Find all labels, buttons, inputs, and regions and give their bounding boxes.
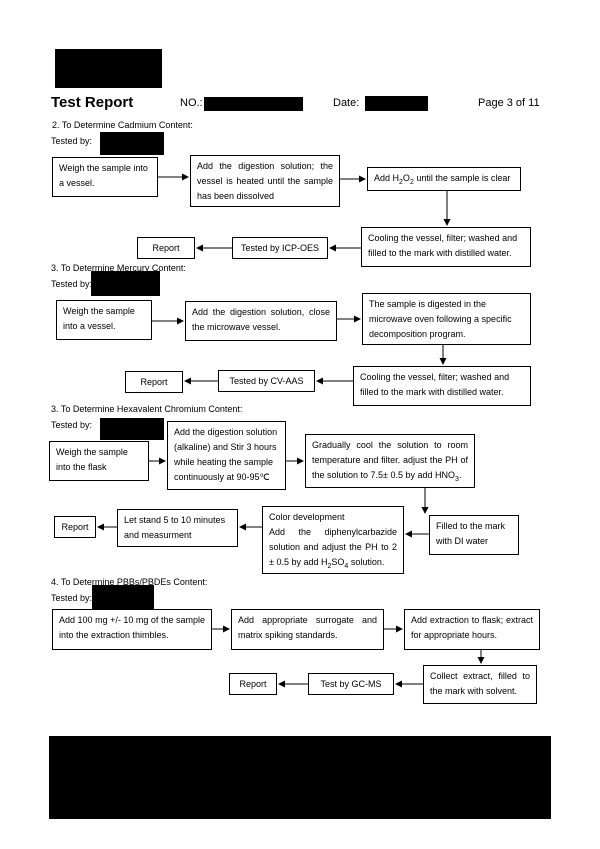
date-label: Date:: [333, 97, 360, 109]
pbb-step-add-sample: Add 100 mg +/- 10 mg of the sample into …: [52, 609, 212, 650]
page-number: Page 3 of 11: [478, 97, 540, 109]
hg-step-digestion: Add the digestion solution, close the mi…: [185, 301, 337, 341]
redacted-tester: [91, 271, 160, 296]
hg-step-cv-aas: Tested by CV-AAS: [218, 370, 315, 392]
hg-step-cooling: Cooling the vessel, filter; washed and f…: [353, 366, 531, 406]
redacted-date: [365, 96, 428, 111]
redacted-tester: [100, 418, 164, 440]
report-title: Test Report: [51, 94, 134, 111]
tested-by-label: Tested by:: [51, 593, 93, 603]
redacted-logo: [55, 49, 162, 88]
cr-step-report: Report: [54, 516, 96, 538]
report-number-label: NO.:: [180, 97, 203, 109]
hg-step-microwave: The sample is digested in the microwave …: [362, 293, 531, 345]
section-heading-cadmium: 2. To Determine Cadmium Content:: [52, 120, 193, 130]
pbb-step-collect: Collect extract, filled to the mark with…: [423, 665, 537, 704]
pbb-step-report: Report: [229, 673, 277, 695]
cr-step-let-stand: Let stand 5 to 10 minutes and measurment: [117, 509, 238, 547]
redacted-tester: [100, 132, 164, 155]
pbb-step-extraction: Add extraction to flask; extract for app…: [404, 609, 540, 650]
pbb-step-surrogate: Add appropriate surrogate and matrix spi…: [231, 609, 384, 650]
section-heading-pbb-pbde: 4. To Determine PBBs/PBDEs Content:: [51, 577, 208, 587]
redacted-tester: [92, 585, 154, 609]
hg-step-weigh: Weigh the sample into a vessel.: [56, 300, 152, 340]
cr-step-fill-di: Filled to the mark with DI water: [429, 515, 519, 555]
cd-step-report: Report: [137, 237, 195, 259]
section-heading-chromium: 3. To Determine Hexavalent Chromium Cont…: [51, 404, 243, 414]
hg-step-report: Report: [125, 371, 183, 393]
section-heading-mercury: 3. To Determine Mercury Content:: [51, 263, 186, 273]
cd-step-weigh: Weigh the sample into a vessel.: [52, 157, 158, 197]
redacted-report-number: [204, 97, 303, 111]
tested-by-label: Tested by:: [51, 279, 93, 289]
pbb-step-gc-ms: Test by GC-MS: [308, 673, 394, 695]
tested-by-label: Tested by:: [51, 420, 93, 430]
cd-step-cooling: Cooling the vessel, filter; washed and f…: [361, 227, 531, 267]
redacted-footer: [49, 736, 551, 819]
cr-step-weigh: Weigh the sample into the flask: [49, 441, 149, 481]
cr-step-cool-adjust: Gradually cool the solution to room temp…: [305, 434, 475, 488]
cr-step-digestion: Add the digestion solution (alkaline) an…: [167, 421, 286, 490]
cd-step-digestion: Add the digestion solution; the vessel i…: [190, 155, 340, 207]
cd-step-icp-oes: Tested by ICP-OES: [232, 237, 328, 259]
tested-by-label: Tested by:: [51, 136, 93, 146]
cd-step-h2o2: Add H2O2 until the sample is clear: [367, 167, 521, 191]
